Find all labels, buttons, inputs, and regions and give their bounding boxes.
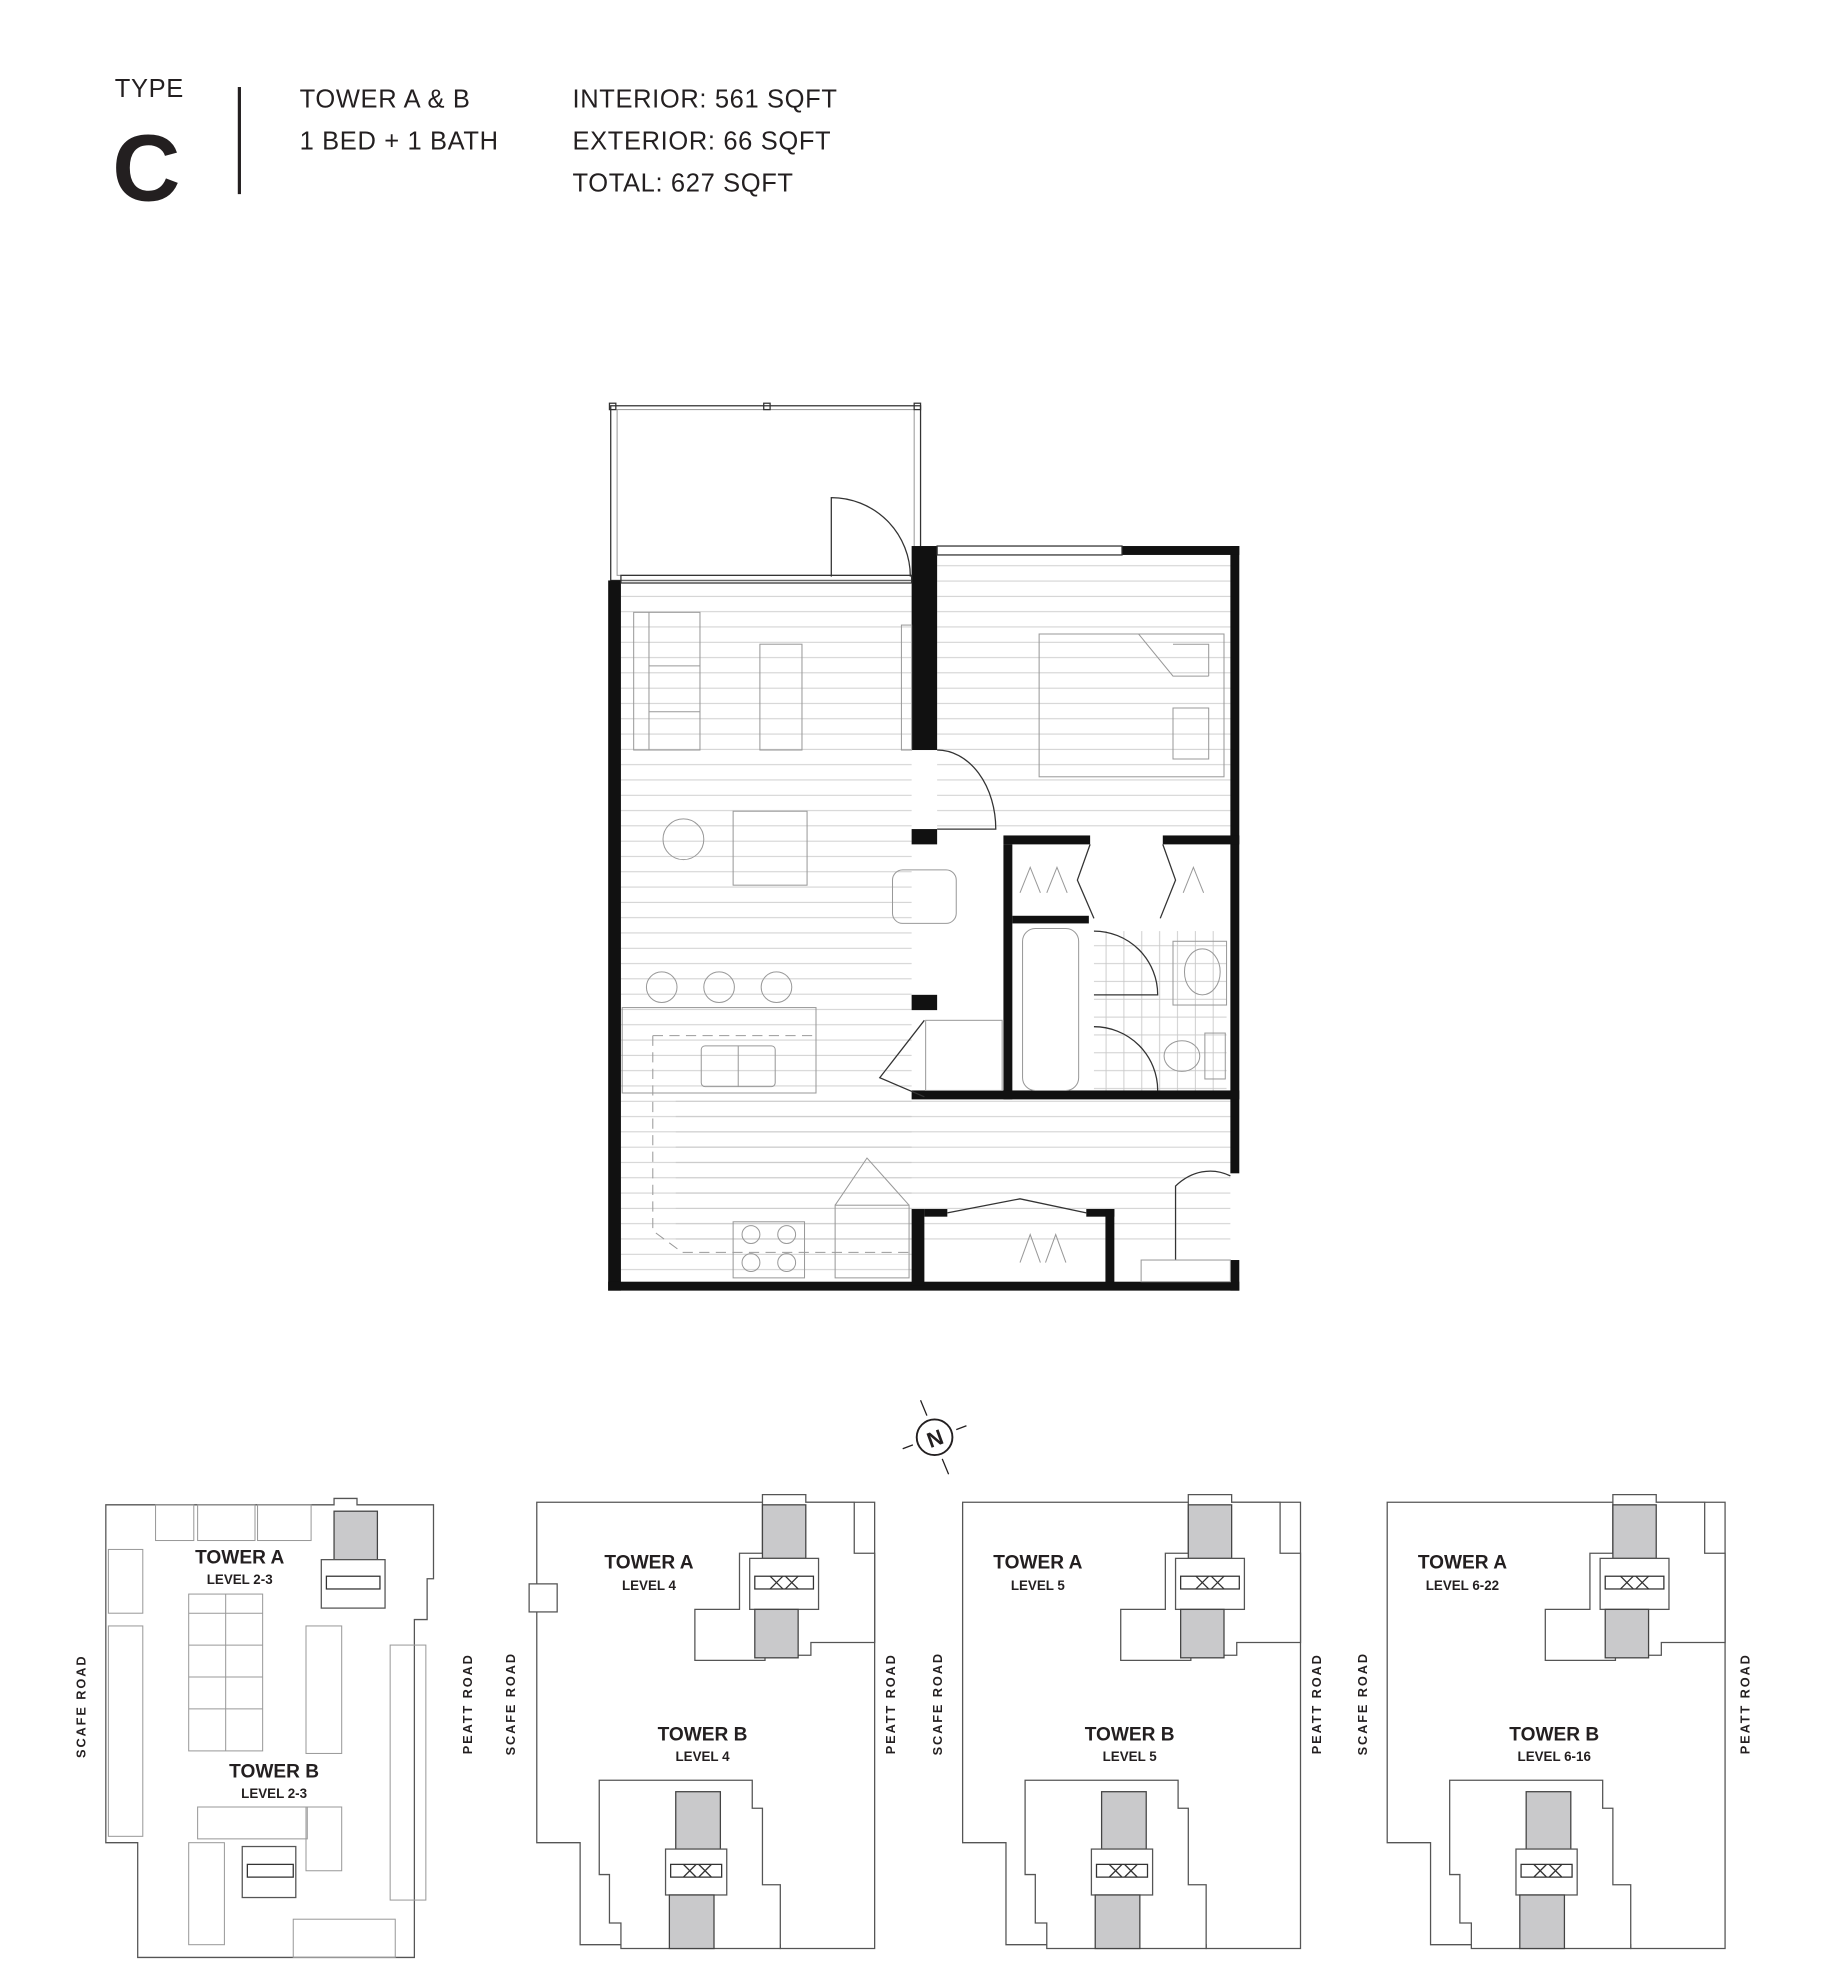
bathroom-sink (1183, 948, 1221, 996)
sofa (633, 611, 701, 751)
key-plan-2-tower-b-level: LEVEL 4 (676, 1749, 731, 1764)
entry-floor (675, 1099, 1231, 1253)
cooktop (732, 1221, 806, 1279)
stool (645, 971, 678, 1003)
key-plan-4-road-right: PEATT ROAD (1737, 1653, 1752, 1754)
stool (760, 971, 793, 1003)
key-plan-4-tower-b-level: LEVEL 6-16 (1518, 1749, 1591, 1764)
bedroom-floor (937, 554, 1231, 836)
key-plan-2-tower-b: TOWER B (658, 1725, 748, 1746)
type-letter: C (112, 116, 180, 221)
interior-area: INTERIOR: 561 SQFT (572, 85, 837, 113)
balcony (608, 402, 922, 582)
key-plan-3-tower-b-level: LEVEL 5 (1103, 1749, 1158, 1764)
key-plan-4-tower-a: TOWER A (1418, 1553, 1507, 1574)
key-plan-4-road-left: SCAFE ROAD (1355, 1652, 1370, 1755)
key-plan-2-tower-a: TOWER A (604, 1553, 693, 1574)
key-plan-3-road-right: PEATT ROAD (1309, 1653, 1324, 1754)
kitchen-island (621, 1007, 817, 1094)
washer-dryer (925, 1019, 1003, 1091)
key-plan-3-road-left: SCAFE ROAD (930, 1652, 945, 1755)
balcony-door-swing (830, 496, 911, 577)
key-plan-level-5: TOWER A LEVEL 5 TOWER B LEVEL 5 SCAFE RO… (930, 1493, 1324, 1950)
key-plan-4-tower-a-level: LEVEL 6-22 (1426, 1578, 1499, 1593)
total-area: TOTAL: 627 SQFT (572, 170, 793, 198)
side-table (662, 818, 705, 861)
bathroom-floor (1093, 931, 1227, 1091)
key-plan-2-road-right: PEATT ROAD (883, 1653, 898, 1754)
towers-label: TOWER A & B (300, 85, 471, 113)
armchair (732, 810, 808, 886)
key-plan-1-tower-b-level: LEVEL 2-3 (241, 1786, 307, 1801)
doors (878, 749, 1231, 1283)
key-plan-level-4: TOWER A LEVEL 4 TOWER B LEVEL 4 SCAFE RO… (503, 1493, 898, 1950)
furniture (621, 611, 1228, 1279)
key-plan-2-road-left: SCAFE ROAD (503, 1652, 518, 1755)
key-plan-3-tower-b: TOWER B (1085, 1725, 1175, 1746)
coffee-table (759, 643, 803, 751)
bed (1038, 633, 1225, 778)
key-plan-level-6-plus: TOWER A LEVEL 6-22 TOWER B LEVEL 6-16 SC… (1355, 1493, 1752, 1950)
stool (703, 971, 735, 1003)
key-plan-2-tower-a-level: LEVEL 4 (622, 1578, 677, 1593)
bathtub (1022, 928, 1080, 1091)
walls (608, 546, 1240, 1291)
key-plan-1-road-right: PEATT ROAD (460, 1653, 475, 1754)
key-plan-1-tower-a-level: LEVEL 2-3 (207, 1572, 273, 1587)
toilet (1163, 1040, 1201, 1072)
fridge (834, 1204, 910, 1279)
header-divider (237, 87, 241, 195)
desk-chair (891, 869, 957, 924)
key-plan-level-2-3: TOWER A LEVEL 2-3 TOWER B LEVEL 2-3 SCAF… (73, 1497, 475, 1959)
unit-header: TYPE C TOWER A & B 1 BED + 1 BATH INTERI… (112, 75, 837, 220)
key-plan-1-road-left: SCAFE ROAD (73, 1655, 88, 1758)
key-plan-1-tower-b: TOWER B (229, 1762, 319, 1783)
unit-floor-plan (608, 402, 1240, 1291)
key-plan-1-tower-a: TOWER A (195, 1547, 284, 1568)
key-plan-4-tower-b: TOWER B (1509, 1725, 1599, 1746)
type-label: TYPE (115, 75, 184, 103)
tv-console (900, 624, 913, 751)
windows (620, 545, 1123, 584)
beds-baths-label: 1 BED + 1 BATH (300, 128, 499, 156)
key-plan-3-tower-a-level: LEVEL 5 (1011, 1578, 1066, 1593)
north-compass: N (902, 1400, 967, 1475)
key-plan-3-tower-a: TOWER A (993, 1553, 1082, 1574)
exterior-area: EXTERIOR: 66 SQFT (572, 128, 831, 156)
